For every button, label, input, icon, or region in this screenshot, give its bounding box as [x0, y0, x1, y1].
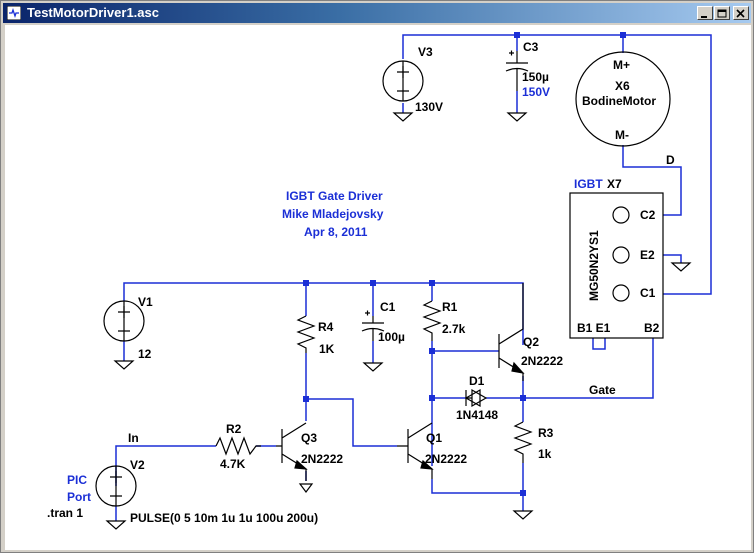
label-v2-name: V2	[130, 458, 145, 472]
label-r1-value: 2.7k	[442, 322, 466, 336]
label-r4-value: 1K	[319, 342, 335, 356]
label-x7-e2: E2	[640, 248, 655, 262]
motor-x6[interactable]	[575, 51, 671, 147]
diode-d1[interactable]	[464, 388, 488, 408]
tran-directive: .tran 1	[47, 506, 83, 520]
label-x7-c1: C1	[640, 286, 656, 300]
wires	[115, 34, 712, 521]
resistor-r1[interactable]	[422, 300, 442, 341]
junction-dot	[429, 280, 435, 286]
minimize-icon	[701, 16, 707, 18]
junction-dot	[520, 490, 526, 496]
voltage-source-v3[interactable]	[382, 60, 424, 102]
comment-line1: IGBT Gate Driver	[286, 189, 383, 203]
close-button[interactable]	[733, 6, 749, 20]
label-x6-name: X6	[615, 79, 630, 93]
label-q2-value: 2N2222	[521, 354, 563, 368]
label-v2-line2: Port	[67, 490, 91, 504]
labels: V3 130V C3 150µ 150V M+ X6 BodineMotor M…	[47, 40, 675, 525]
label-c1-value: 100µ	[378, 330, 405, 344]
comment-line2: Mike Mladejovsky	[282, 207, 384, 221]
resistor-r4[interactable]	[296, 315, 316, 353]
label-v1-value: 12	[138, 347, 152, 361]
junction-dot	[429, 395, 435, 401]
junctions	[303, 32, 626, 496]
junction-dot	[370, 280, 376, 286]
label-q3-name: Q3	[301, 431, 317, 445]
net-label-d: D	[666, 153, 675, 167]
label-c1-name: C1	[380, 300, 396, 314]
junction-dot	[303, 280, 309, 286]
label-c3-rating: 150V	[522, 85, 550, 99]
schematic-icon	[7, 6, 21, 20]
net-label-in: In	[128, 431, 139, 445]
label-c3-value: 150µ	[522, 70, 549, 84]
label-v3-name: V3	[418, 45, 433, 59]
maximize-button[interactable]	[714, 6, 730, 20]
junction-dot	[620, 32, 626, 38]
net-label-gate: Gate	[589, 383, 616, 397]
junction-dot	[429, 348, 435, 354]
label-x7-b2: B2	[644, 321, 660, 335]
label-x7-c2: C2	[640, 208, 656, 222]
label-d1-name: D1	[469, 374, 485, 388]
title-bar[interactable]: TestMotorDriver1.asc	[3, 3, 751, 23]
label-v3-value: 130V	[415, 100, 443, 114]
voltage-source-v1[interactable]	[103, 300, 145, 342]
maximize-icon	[717, 9, 727, 18]
label-q3-value: 2N2222	[301, 452, 343, 466]
close-icon	[736, 9, 745, 18]
label-v1-name: V1	[138, 295, 153, 309]
label-c3-name: C3	[523, 40, 539, 54]
resistor-r2[interactable]	[215, 436, 261, 456]
label-r3-name: R3	[538, 426, 554, 440]
ground-symbols	[105, 112, 692, 530]
junction-dot	[303, 396, 309, 402]
igbt-module-x7[interactable]	[569, 192, 664, 339]
voltage-source-v2[interactable]	[95, 465, 137, 507]
comment-line3: Apr 8, 2011	[304, 225, 368, 239]
label-d1-value: 1N4148	[456, 408, 498, 422]
label-q1-name: Q1	[426, 431, 442, 445]
junction-dot	[514, 32, 520, 38]
label-x6-mminus: M-	[615, 128, 629, 142]
pulse-spec: PULSE(0 5 10m 1u 1u 100u 200u)	[130, 511, 318, 525]
label-r3-value: 1k	[538, 447, 552, 461]
label-q1-value: 2N2222	[425, 452, 467, 466]
label-q2-name: Q2	[523, 335, 539, 349]
capacitor-c3[interactable]	[505, 50, 529, 92]
label-x7-model: MG50N2YS1	[587, 230, 601, 301]
label-r2-name: R2	[226, 422, 242, 436]
label-r1-name: R1	[442, 300, 458, 314]
window-title: TestMotorDriver1.asc	[27, 5, 159, 20]
transistor-q3[interactable]	[276, 422, 314, 493]
label-x6-mplus: M+	[613, 58, 630, 72]
capacitor-c1[interactable]	[361, 310, 385, 342]
junction-dot	[520, 395, 526, 401]
label-r2-value: 4.7K	[220, 457, 246, 471]
label-x7-name: X7	[607, 177, 622, 191]
label-x7-prefix: IGBT	[574, 177, 603, 191]
minimize-button[interactable]	[697, 6, 713, 20]
transistor-q2[interactable]	[498, 283, 525, 381]
label-x7-b1e1: B1 E1	[577, 321, 611, 335]
transistor-q1[interactable]	[397, 422, 434, 479]
label-v2-line1: PIC	[67, 473, 87, 487]
label-r4-name: R4	[318, 320, 334, 334]
schematic-canvas[interactable]: V3 130V C3 150µ 150V M+ X6 BodineMotor M…	[5, 25, 751, 550]
resistor-r3[interactable]	[513, 421, 533, 463]
label-x6-model: BodineMotor	[582, 94, 656, 108]
schematic-drawing[interactable]: V3 130V C3 150µ 150V M+ X6 BodineMotor M…	[5, 25, 751, 550]
